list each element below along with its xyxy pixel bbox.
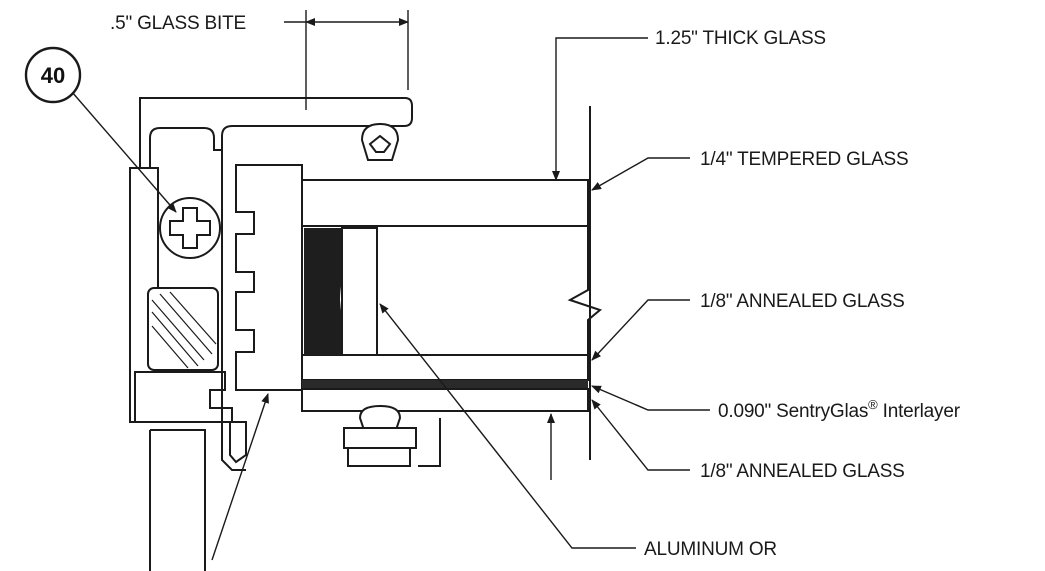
top-gasket-body xyxy=(360,122,400,161)
hatch-line xyxy=(151,325,189,369)
hatch-line xyxy=(151,299,205,361)
bottom-gasket-body xyxy=(358,404,402,431)
annealed-glass-bottom-leader xyxy=(591,399,690,471)
structural-silicone-sealant xyxy=(304,228,352,355)
screw-head xyxy=(159,197,221,259)
frame-lower-section xyxy=(134,371,233,423)
bottom-gasket-channel xyxy=(347,448,411,467)
annealed-glass-top-leader xyxy=(591,299,690,361)
tempered-glass-leader xyxy=(591,157,690,191)
aluminum-label: ALUMINUM OR xyxy=(644,539,777,560)
thermal-break xyxy=(147,287,219,371)
aluminum-spacer xyxy=(341,227,378,356)
thick-glass-label: 1.25" THICK GLASS xyxy=(655,28,826,49)
sentryglas-interlayer xyxy=(302,380,588,389)
annealed-glass-top-label: 1/8" ANNEALED GLASS xyxy=(700,291,905,312)
break-line xyxy=(567,226,603,355)
aluminum-frame xyxy=(129,97,413,571)
callout-bubble-40: 40 xyxy=(24,46,82,104)
spacer-leader xyxy=(379,303,636,549)
adapter-leader xyxy=(211,393,269,561)
frame-bottom-tab xyxy=(229,421,247,464)
thermal-break-body xyxy=(147,287,219,371)
callout-number: 40 xyxy=(41,63,65,88)
annealed-glass-top-pane xyxy=(301,354,589,381)
lower-glass-stop xyxy=(418,418,441,467)
frame-inner-wall xyxy=(221,150,246,471)
annealed-glass-bottom-label: 1/8" ANNEALED GLASS xyxy=(700,461,905,482)
frame-top-flange xyxy=(139,97,413,169)
hatch-line xyxy=(169,291,217,345)
thick-glass-leader-top xyxy=(552,37,648,181)
callout-40-leader xyxy=(71,91,177,213)
glass-bite-dimension xyxy=(284,10,409,110)
screw-phillips-recess xyxy=(169,207,211,249)
tempered-glass-pane xyxy=(301,179,589,227)
thick-glass-dimension xyxy=(547,37,648,480)
tempered-glass-label: 1/4" TEMPERED GLASS xyxy=(700,149,909,170)
registered-mark: ® xyxy=(868,397,878,412)
interlayer-label: 0.090" SentryGlas® Interlayer xyxy=(718,397,961,422)
top-gasket-star xyxy=(368,134,392,153)
hatch-line xyxy=(151,311,199,367)
glass-bite-label: .5" GLASS BITE xyxy=(110,13,246,34)
callout-circle xyxy=(24,46,82,104)
frame-bottom-leg xyxy=(149,429,206,571)
glass-assembly xyxy=(301,179,603,412)
glazing-adapter xyxy=(235,164,303,391)
screw xyxy=(159,197,221,259)
top-gasket xyxy=(360,122,400,161)
interlayer-label-prefix: 0.090" SentryGlas xyxy=(718,401,868,422)
interlayer-leader xyxy=(591,385,710,411)
interlayer-label-suffix: Interlayer xyxy=(878,401,961,422)
annealed-glass-bottom-pane xyxy=(301,388,589,412)
bottom-gasket-base xyxy=(343,427,417,449)
hatch-line xyxy=(159,293,213,355)
bottom-gasket xyxy=(343,404,417,467)
